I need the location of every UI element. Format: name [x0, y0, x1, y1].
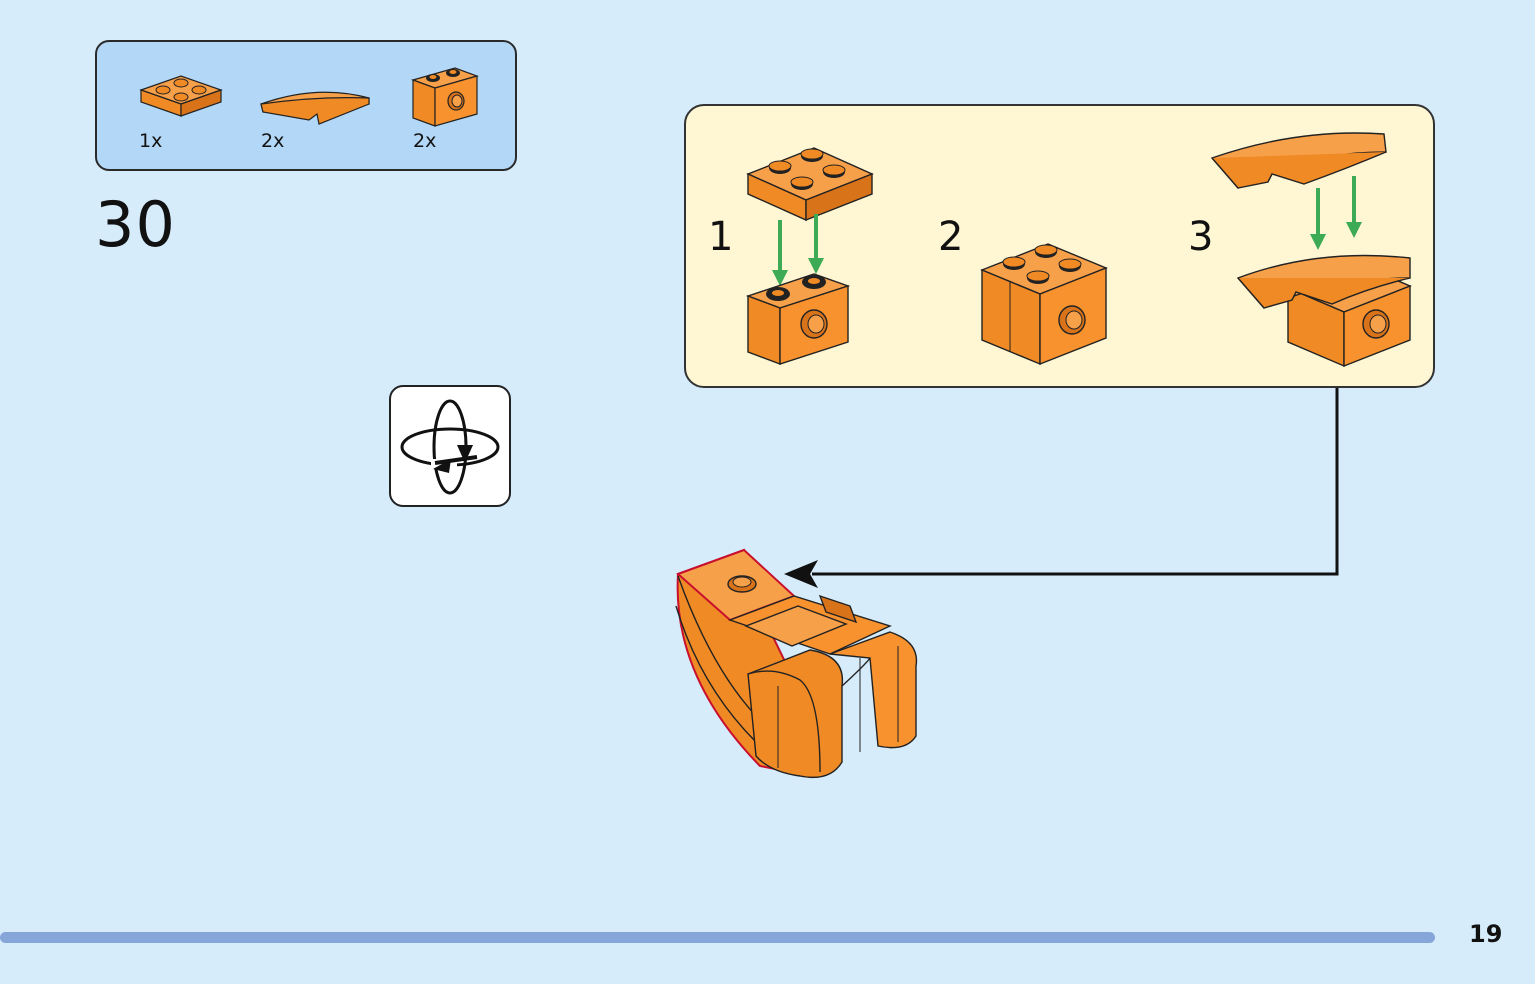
sub-step-number: 3 — [1188, 214, 1214, 260]
part-quantity: 1x — [139, 130, 163, 152]
part-plate-2x2-icon — [139, 75, 223, 117]
part-quantity: 2x — [413, 130, 437, 152]
part-technic-brick-icon — [411, 67, 479, 127]
sub-step-number: 2 — [938, 214, 964, 260]
sub-assembly-box: 1 2 3 — [684, 104, 1435, 388]
step-number: 30 — [95, 188, 176, 261]
main-model-illustration — [675, 548, 918, 779]
sub-step-2-illustration — [980, 243, 1108, 366]
rotate-model-icon — [400, 399, 500, 495]
page-progress-bar — [0, 932, 1435, 943]
rotate-model-box — [389, 385, 511, 507]
sub-step-3-illustration — [1210, 132, 1412, 368]
part-quantity: 2x — [261, 130, 285, 152]
parts-list-box: 1x 2x 2x — [95, 40, 517, 171]
sub-step-1-illustration — [745, 147, 874, 366]
sub-step-number: 1 — [708, 214, 734, 260]
part-curved-slope-icon — [260, 91, 370, 125]
page-number: 19 — [1469, 920, 1503, 948]
